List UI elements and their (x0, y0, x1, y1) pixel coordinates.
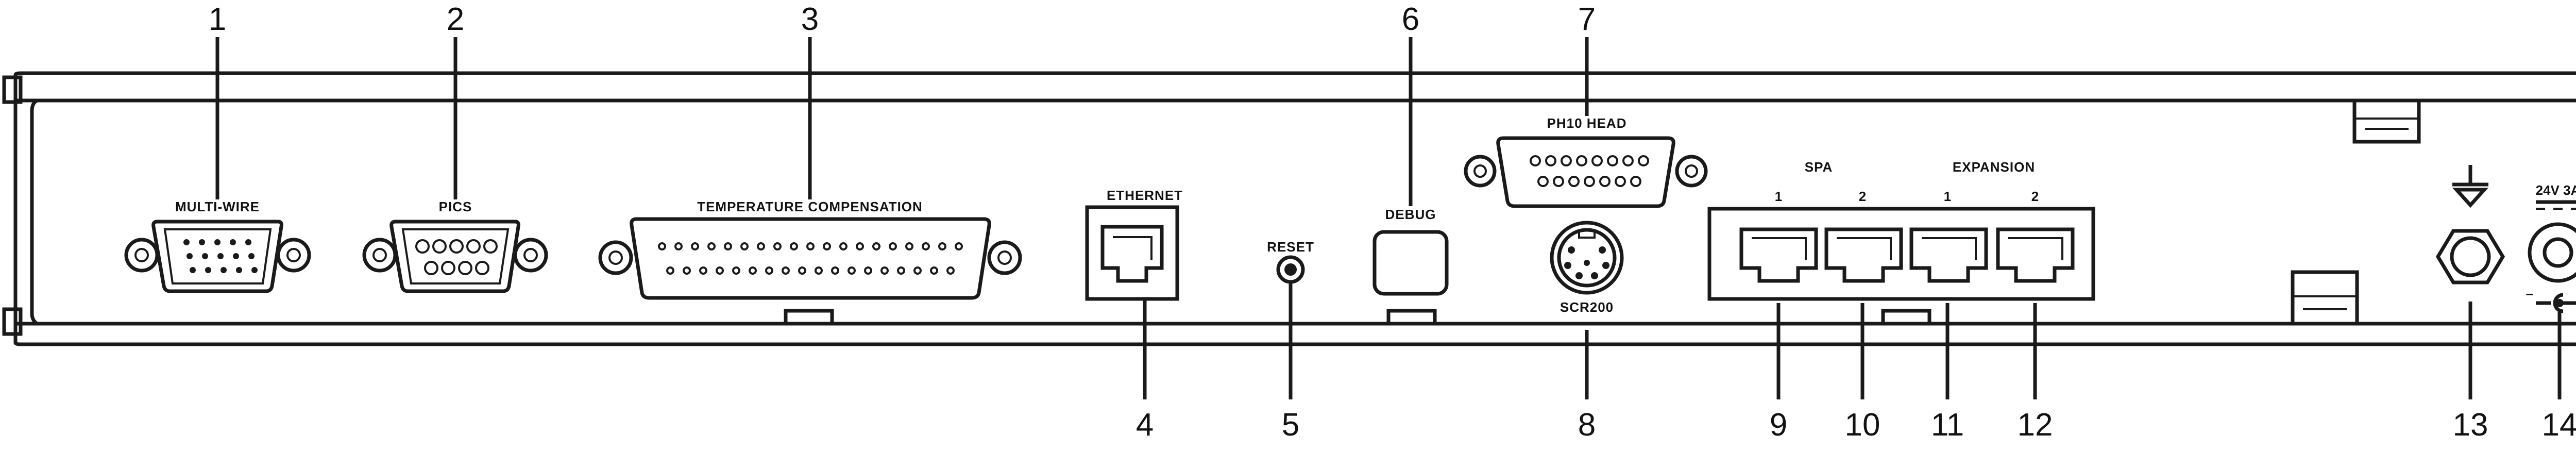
chassis (2, 71, 2576, 346)
callout-10: 10 (1845, 407, 1880, 443)
connector-pin (955, 242, 963, 250)
cable-clip-upper (2352, 98, 2421, 144)
spa-port-2-label: 2 (1859, 189, 1866, 204)
connector-pin (839, 242, 848, 250)
connector-pin (848, 266, 856, 275)
pics-label: PICS (439, 199, 472, 214)
connector-pin (880, 266, 889, 275)
connector-pin (815, 266, 823, 275)
callout-5: 5 (1282, 407, 1299, 443)
callout-3: 3 (801, 2, 819, 37)
connector-pin (724, 242, 732, 250)
connector-pin (707, 242, 716, 250)
expansion-port-1[interactable] (1909, 227, 1988, 283)
cable-clip-lower (2291, 270, 2359, 326)
temperature-compensation-label: TEMPERATURE COMPENSATION (697, 199, 923, 214)
expansion-port-2-label: 2 (2031, 189, 2039, 204)
connector-pin (782, 266, 790, 275)
connector-pin (889, 242, 897, 250)
connector-pin (674, 242, 683, 250)
connector-pin (938, 242, 946, 250)
reset-button[interactable] (1276, 255, 1305, 284)
connector-pin (683, 266, 691, 275)
connector-pin (798, 266, 806, 275)
expansion-port-2[interactable] (1996, 227, 2075, 283)
ethernet-port[interactable] (1085, 205, 1179, 301)
center-positive-polarity-icon (2536, 293, 2576, 313)
dc-power-jack-icon (2536, 200, 2576, 210)
connector-pin (666, 266, 674, 275)
dc-power-jack[interactable] (2528, 222, 2576, 283)
callout-14: 14 (2542, 407, 2576, 443)
multi-wire-connector[interactable] (124, 220, 311, 293)
connector-pin (691, 242, 699, 250)
scr200-label: SCR200 (1560, 299, 1614, 315)
connector-pin (716, 266, 724, 275)
spa-port-1[interactable] (1739, 227, 1818, 283)
connector-pin (790, 242, 798, 250)
debug-port[interactable] (1372, 230, 1449, 296)
connector-pin (806, 242, 815, 250)
connector-pin (773, 242, 782, 250)
power-rating-label: 24V 3A (2536, 182, 2576, 198)
spa-port-2[interactable] (1824, 227, 1903, 283)
connector-pin (856, 242, 864, 250)
ground-terminal[interactable] (2435, 229, 2505, 284)
expansion-label: EXPANSION (1953, 159, 2035, 175)
connector-pin (740, 242, 749, 250)
connector-pin (831, 266, 839, 275)
debug-label: DEBUG (1385, 207, 1436, 222)
connector-pin (913, 266, 922, 275)
connector-pin (765, 266, 773, 275)
callout-1: 1 (209, 2, 226, 37)
callout-12: 12 (2018, 407, 2053, 443)
ground-terminal-icon (2452, 165, 2488, 208)
callout-leaders (215, 37, 2562, 399)
expansion-port-1-label: 1 (1944, 189, 1951, 204)
callout-7: 7 (1578, 2, 1596, 37)
spa-port-1-label: 1 (1775, 189, 1782, 204)
multi-wire-label: MULTI-WIRE (175, 199, 260, 214)
connector-pin (922, 242, 930, 250)
callout-6: 6 (1402, 2, 1419, 37)
callout-9: 9 (1770, 407, 1787, 443)
connector-pin (699, 266, 707, 275)
temperature-compensation-connector[interactable] (598, 217, 1022, 300)
callout-2: 2 (447, 2, 464, 37)
callout-8: 8 (1578, 407, 1596, 443)
connector-pin (823, 242, 831, 250)
ph10-head-connector[interactable] (1464, 136, 1708, 208)
connector-pin (864, 266, 872, 275)
callout-numbers: 1 2 3 4 5 6 7 8 9 10 11 12 13 14 (209, 2, 2576, 443)
connector-pin (658, 242, 666, 250)
callout-4: 4 (1136, 407, 1154, 443)
ethernet-label: ETHERNET (1107, 188, 1183, 203)
connector-pin (757, 242, 765, 250)
ph10-head-label: PH10 HEAD (1547, 115, 1627, 131)
spa-expansion-panel (1707, 207, 2095, 301)
pics-connector[interactable] (362, 220, 548, 293)
temperature-compensation-pins (658, 242, 963, 275)
callout-13: 13 (2453, 407, 2488, 443)
connector-pin (897, 266, 905, 275)
connector-pin (749, 266, 757, 275)
spa-label: SPA (1805, 159, 1833, 175)
connector-pin (905, 242, 913, 250)
reset-label: RESET (1267, 239, 1314, 255)
scr200-connector[interactable] (1550, 221, 1624, 295)
connector-pin (872, 242, 880, 250)
connector-pin (732, 266, 740, 275)
polarity-minus-label: − (2526, 287, 2533, 302)
callout-11: 11 (1931, 407, 1964, 443)
connector-pin (930, 266, 938, 275)
connector-pin (946, 266, 955, 275)
